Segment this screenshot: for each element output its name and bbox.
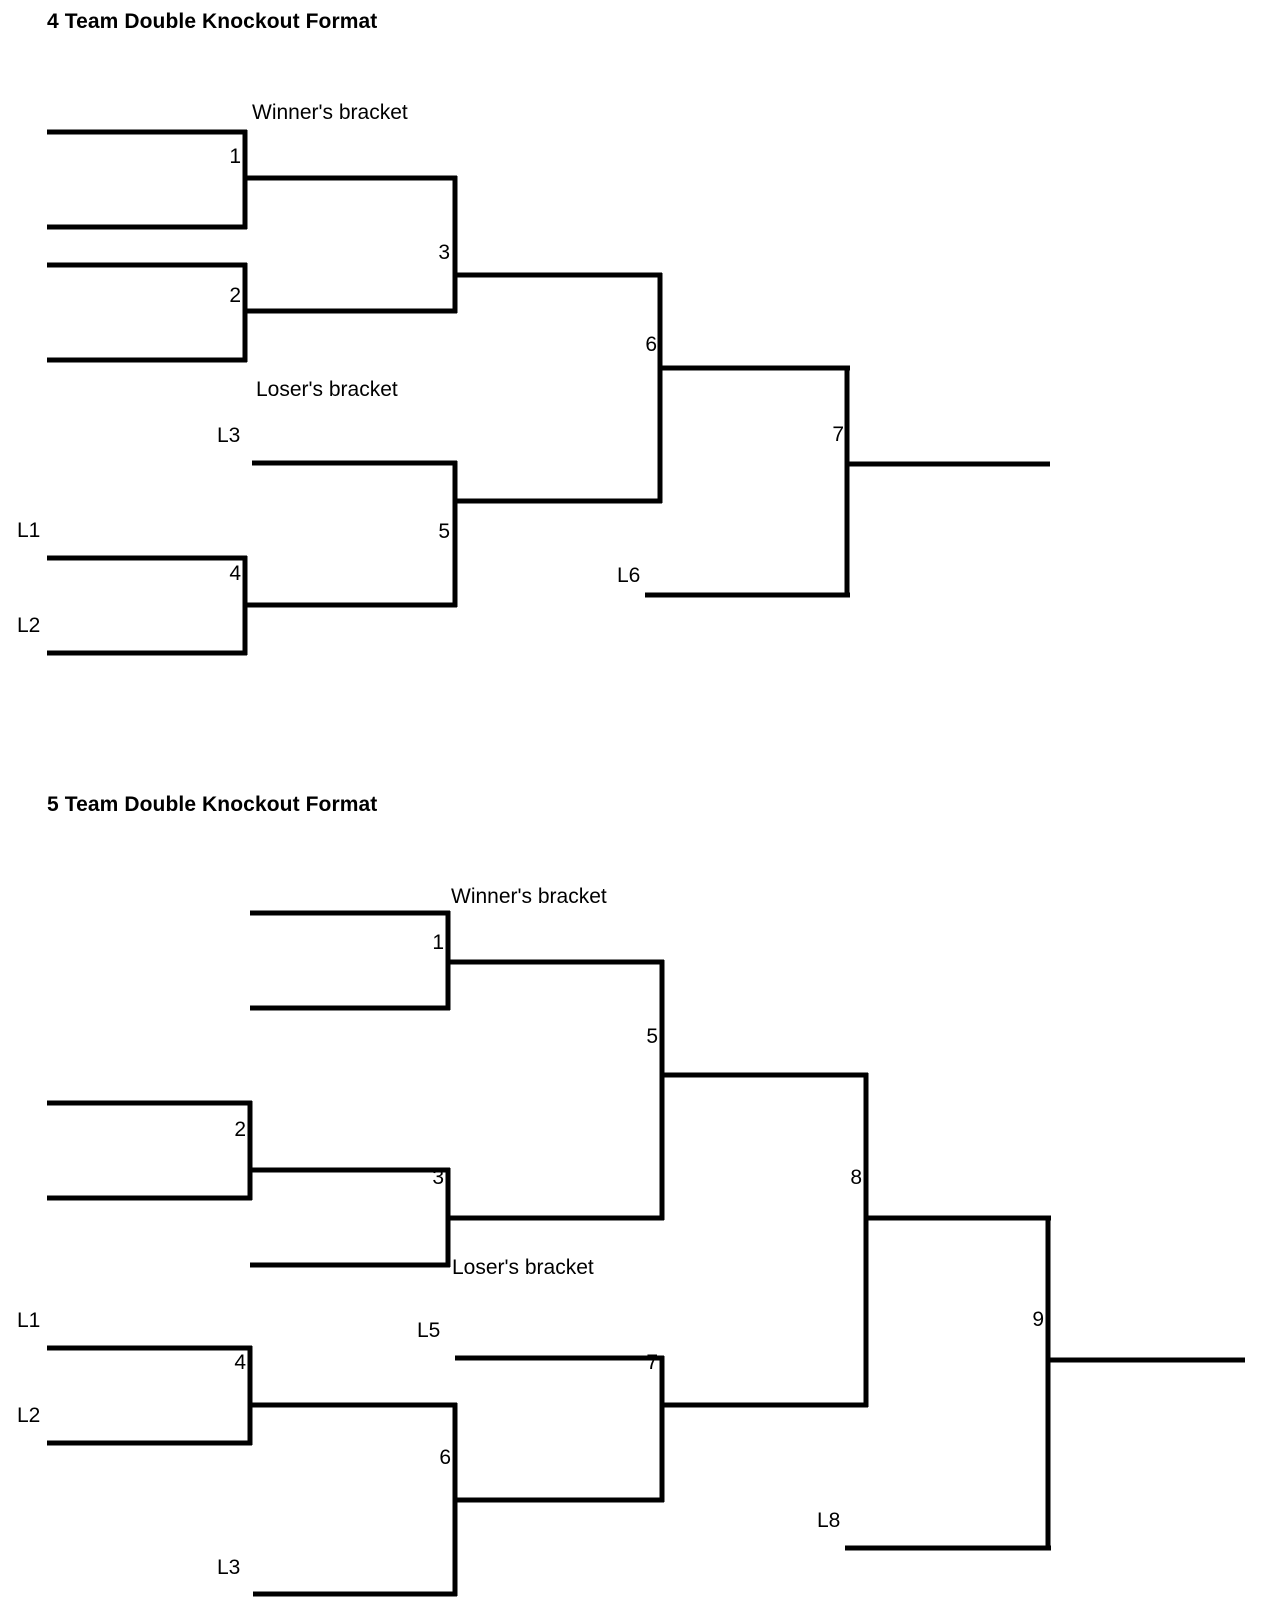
match-number-1-4team: 1 <box>229 145 241 168</box>
match-number-6-4team: 6 <box>645 333 657 356</box>
match-number-1-5team: 1 <box>432 931 444 954</box>
seed-label-L2-5team: L2 <box>17 1404 41 1427</box>
seed-label-L3-4team: L3 <box>217 424 241 447</box>
seed-label-L2-4team: L2 <box>17 614 41 637</box>
match-number-5-5team: 5 <box>646 1025 658 1048</box>
match-number-4-5team: 4 <box>234 1351 246 1374</box>
seed-label-L5-5team: L5 <box>417 1319 441 1342</box>
match-number-6-5team: 6 <box>439 1446 451 1469</box>
match-number-8-5team: 8 <box>850 1166 862 1189</box>
match-number-9-5team: 9 <box>1032 1308 1044 1331</box>
match-number-4-4team: 4 <box>229 562 241 585</box>
match-number-5-4team: 5 <box>438 520 450 543</box>
match-number-3-4team: 3 <box>438 241 450 264</box>
winners-bracket-label-4team: Winner's bracket <box>252 101 408 124</box>
section-title-4team: 4 Team Double Knockout Format <box>47 10 378 33</box>
section-title-5team: 5 Team Double Knockout Format <box>47 793 378 816</box>
match-number-2-5team: 2 <box>234 1118 246 1141</box>
seed-label-L1-5team: L1 <box>17 1309 41 1332</box>
seed-label-L3-5team: L3 <box>217 1556 241 1579</box>
match-number-3-5team: 3 <box>432 1166 444 1189</box>
seed-label-L6-4team: L6 <box>617 564 641 587</box>
winners-bracket-label-5team: Winner's bracket <box>451 885 607 908</box>
match-number-7-4team: 7 <box>832 423 844 446</box>
losers-bracket-label-5team: Loser's bracket <box>452 1256 594 1279</box>
match-number-7-5team: 7 <box>646 1351 658 1374</box>
seed-label-L8-5team: L8 <box>817 1509 841 1532</box>
seed-label-L1-4team: L1 <box>17 519 41 542</box>
losers-bracket-label-4team: Loser's bracket <box>256 378 398 401</box>
match-number-2-4team: 2 <box>229 284 241 307</box>
